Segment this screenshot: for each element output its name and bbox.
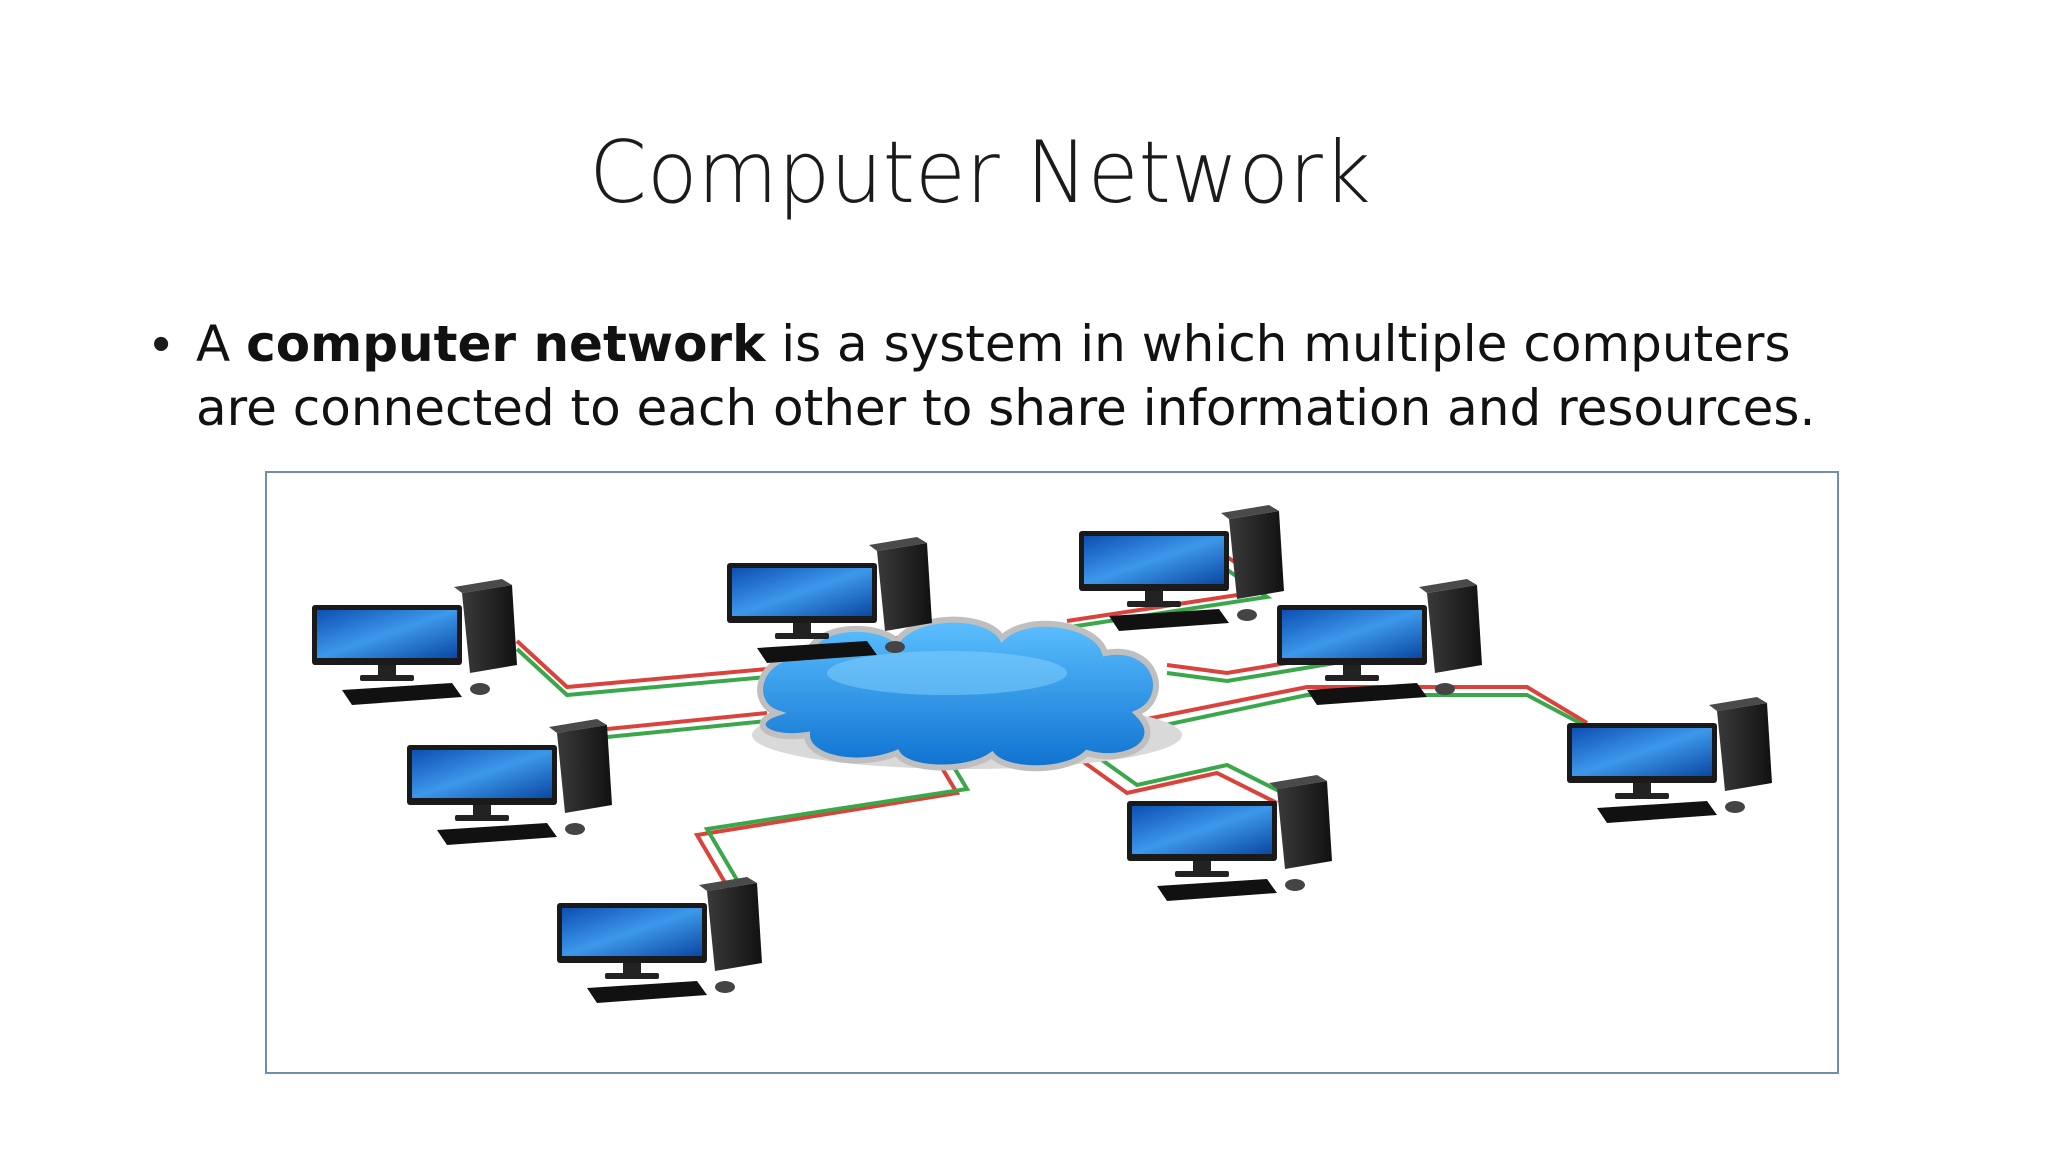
- computer-icon: [312, 579, 517, 705]
- bullet-rest: is a system in which multiple computers …: [196, 315, 1816, 437]
- slide-title: Computer Network: [589, 123, 1371, 223]
- bullet-item: • A computer network is a system in whic…: [152, 312, 1872, 440]
- bullet-prefix: A: [196, 315, 247, 373]
- computer-icon: [1127, 775, 1332, 901]
- cloud-icon: [752, 616, 1182, 772]
- computer-icon: [407, 719, 612, 845]
- bullet-bold-term: computer network: [246, 315, 766, 373]
- bullet-text: A computer network is a system in which …: [196, 312, 1872, 440]
- computer-icon: [727, 537, 932, 663]
- network-illustration: [265, 471, 1839, 1074]
- bullet-marker: •: [152, 315, 171, 373]
- computer-icon: [1567, 697, 1772, 823]
- computer-icon: [1079, 505, 1284, 631]
- computer-icon: [557, 877, 762, 1003]
- network-diagram-svg: [312, 505, 1772, 1003]
